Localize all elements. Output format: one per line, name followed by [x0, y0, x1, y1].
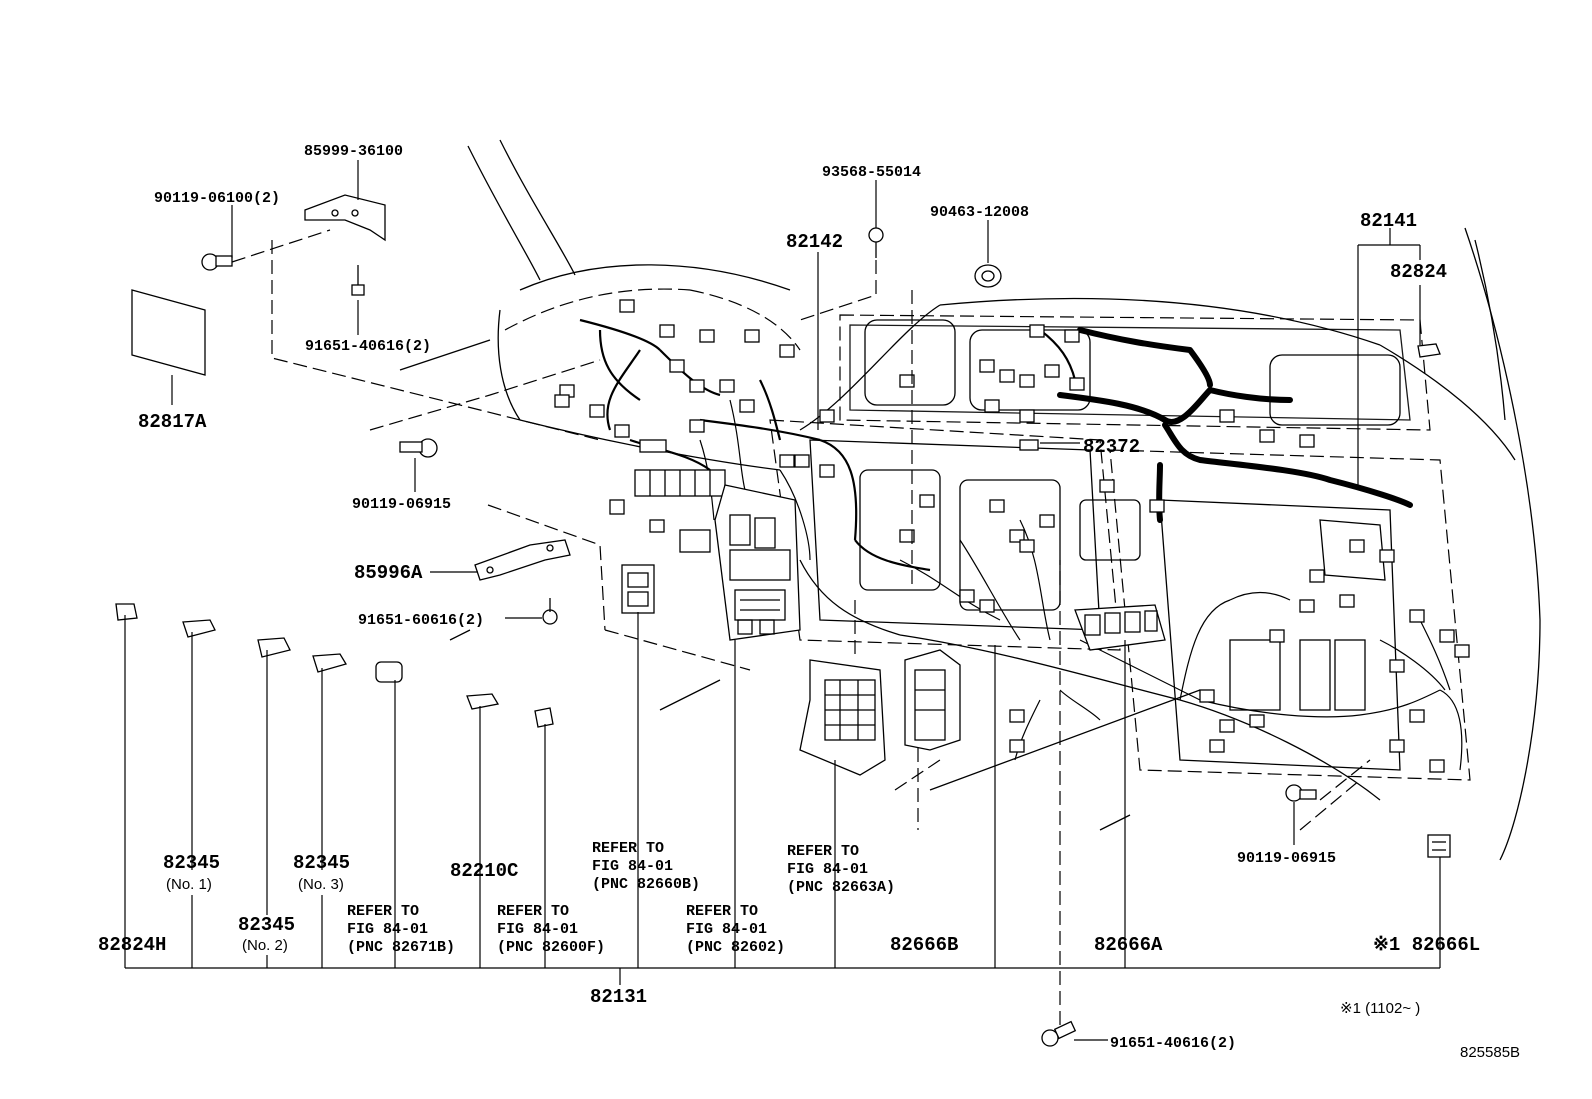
label-82817a: 82817A [138, 411, 207, 433]
label-91651-40616-bottom: 91651-40616(2) [1110, 1035, 1236, 1052]
refer-line2: FIG 84-01 [787, 861, 868, 878]
label-90119-06915-right: 90119-06915 [1237, 850, 1336, 867]
label-82141: 82141 [1360, 210, 1417, 232]
label-no1: (No. 1) [166, 876, 212, 893]
refer-line1: REFER TO [686, 903, 758, 920]
fuse-strip [634, 469, 726, 497]
refer-note-82660b: REFER TO FIG 84-01 (PNC 82660B) [592, 840, 700, 893]
refer-line3: (PNC 82600F) [497, 939, 605, 956]
refer-line3: (PNC 82602) [686, 939, 785, 956]
label-90119-06100: 90119-06100(2) [154, 190, 280, 207]
fasteners [201, 227, 1451, 1047]
refer-line3: (PNC 82671B) [347, 939, 455, 956]
bracket-85996a [474, 539, 571, 581]
label-93568-55014: 93568-55014 [822, 164, 921, 181]
refer-line1: REFER TO [787, 843, 859, 860]
refer-line1: REFER TO [347, 903, 419, 920]
footnote: ※1 (1102~ ) [1340, 1000, 1420, 1017]
label-90463-12008: 90463-12008 [930, 204, 1029, 221]
refer-line2: FIG 84-01 [347, 921, 428, 938]
connector-82666b [904, 649, 961, 751]
refer-line3: (PNC 82663A) [787, 879, 895, 896]
bracket-85999 [304, 194, 386, 242]
junction-block [714, 484, 801, 641]
refer-note-82600f: REFER TO FIG 84-01 (PNC 82600F) [497, 903, 605, 956]
label-82210c: 82210C [450, 860, 518, 882]
label-82666b: 82666B [890, 934, 958, 956]
label-82345-no2: 82345 [238, 914, 295, 936]
label-85996a: 85996A [354, 562, 423, 584]
label-82824: 82824 [1390, 261, 1447, 283]
instrument-panel-outline [399, 139, 1541, 861]
label-82345-no3: 82345 [293, 852, 350, 874]
label-82666l: ※1 82666L [1373, 934, 1480, 956]
relay-block-82660b [621, 564, 655, 614]
refer-line1: REFER TO [497, 903, 569, 920]
connector-82666a [1074, 604, 1166, 651]
refer-line2: FIG 84-01 [497, 921, 578, 938]
refer-note-82602: REFER TO FIG 84-01 (PNC 82602) [686, 903, 785, 956]
label-91651-40616-top: 91651-40616(2) [305, 338, 431, 355]
refer-line3: (PNC 82660B) [592, 876, 700, 893]
label-90119-06915-left: 90119-06915 [352, 496, 451, 513]
label-91651-60616: 91651-60616(2) [358, 612, 484, 629]
label-82142: 82142 [786, 231, 843, 253]
leader-lines [124, 160, 1441, 1041]
part-labels: 85999-36100 90119-06100(2) 91651-40616(2… [98, 143, 1480, 1052]
refer-note-82671b: REFER TO FIG 84-01 (PNC 82671B) [347, 903, 455, 956]
sockets-row [115, 603, 554, 728]
refer-note-82663a: REFER TO FIG 84-01 (PNC 82663A) [787, 843, 895, 896]
harness-wires [579, 318, 1463, 771]
refer-line2: FIG 84-01 [592, 858, 673, 875]
label-82345-no1: 82345 [163, 852, 220, 874]
label-no3: (No. 3) [298, 876, 344, 893]
label-no2: (No. 2) [242, 937, 288, 954]
label-85999-36100: 85999-36100 [304, 143, 403, 160]
refer-line1: REFER TO [592, 840, 664, 857]
label-82824h: 82824H [98, 934, 166, 956]
relay-block-82663a [799, 659, 886, 776]
cover-82817a [131, 289, 206, 376]
dashed-reference-lines [271, 240, 1371, 831]
dash-openings [769, 314, 1471, 781]
connector-blocks [554, 299, 1470, 773]
diagram-id: 825585B [1460, 1044, 1520, 1061]
label-82131: 82131 [590, 986, 647, 1008]
refer-line2: FIG 84-01 [686, 921, 767, 938]
label-82372: 82372 [1083, 436, 1140, 458]
label-82666a: 82666A [1094, 934, 1163, 956]
